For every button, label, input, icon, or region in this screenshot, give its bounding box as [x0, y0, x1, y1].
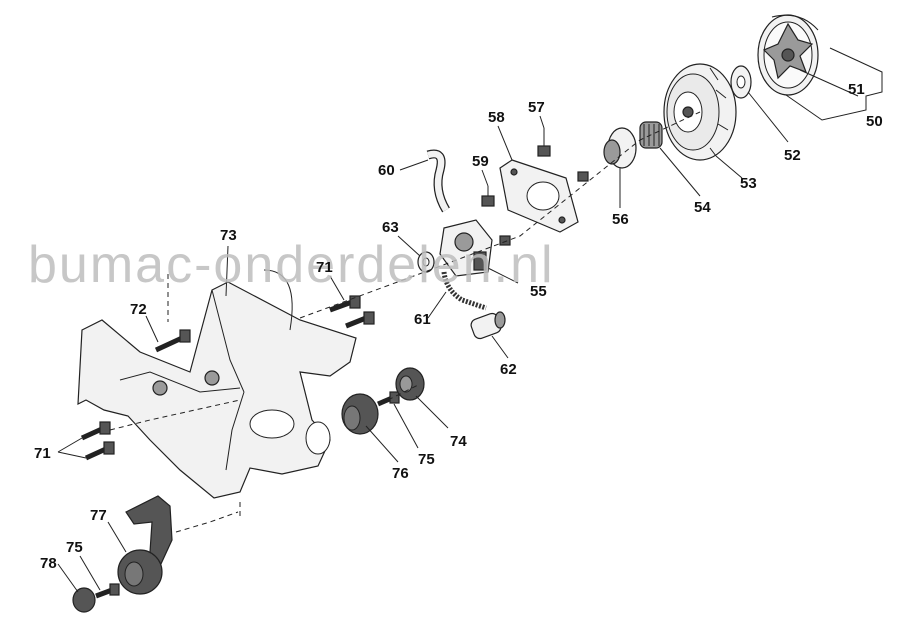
callout-76: 76: [392, 465, 409, 482]
oil-pump-drive-part: [603, 127, 637, 169]
screw-75-lower-part: [95, 583, 120, 599]
callout-75-lower: 75: [66, 539, 83, 556]
screw-72-part: [154, 329, 191, 353]
callout-77: 77: [90, 507, 107, 524]
callout-labels: 50 51 52 53 54 55 56 57 58 59 60 61 62 6…: [34, 81, 883, 572]
av-buffer-76-part: [341, 393, 379, 435]
callout-61: 61: [414, 311, 431, 328]
callout-72: 72: [130, 301, 147, 318]
callout-60: 60: [378, 162, 395, 179]
callout-71-upper: 71: [316, 259, 333, 276]
strap-buffer-77-part: [117, 495, 173, 595]
callout-75-mid: 75: [418, 451, 435, 468]
assembly-axis-lines: [109, 111, 701, 533]
oil-line-part: [441, 271, 487, 311]
screw-59-part: [481, 186, 495, 207]
callout-55: 55: [530, 283, 547, 300]
screw-71-upper-part: [329, 295, 375, 329]
callout-74: 74: [450, 433, 467, 450]
oil-pump-part: [439, 219, 493, 277]
watermark-text: bumac-onderdelen.nl: [28, 236, 555, 294]
callout-56: 56: [612, 211, 629, 228]
oil-filter-part: [470, 311, 506, 340]
callout-71-lower: 71: [34, 445, 51, 462]
screw-71-lower-part: [80, 421, 115, 461]
callout-57: 57: [528, 99, 545, 116]
cover-plate-part: [499, 159, 579, 233]
washer-63-part: [417, 251, 435, 273]
callout-52: 52: [784, 147, 801, 164]
callout-58: 58: [488, 109, 505, 126]
callout-59: 59: [472, 153, 489, 170]
callout-51: 51: [848, 81, 865, 98]
cap-78-part: [72, 587, 96, 613]
callout-63: 63: [382, 219, 399, 236]
callout-62: 62: [500, 361, 517, 378]
washer-part: [730, 65, 752, 99]
screw-57-part: [537, 128, 551, 157]
callout-78: 78: [40, 555, 57, 572]
callout-73: 73: [220, 227, 237, 244]
leader-lines: [57, 69, 859, 593]
callout-54: 54: [694, 199, 711, 216]
group-bracket-50: [785, 47, 883, 121]
screw-75-mid-part: [377, 391, 400, 407]
clutch-drum-part: [757, 14, 819, 96]
crankcase-housing-part: [77, 269, 357, 499]
screw-plate-part: [499, 171, 589, 246]
callout-53: 53: [740, 175, 757, 192]
av-buffer-74-part: [395, 367, 425, 401]
callout-50: 50: [866, 113, 883, 130]
